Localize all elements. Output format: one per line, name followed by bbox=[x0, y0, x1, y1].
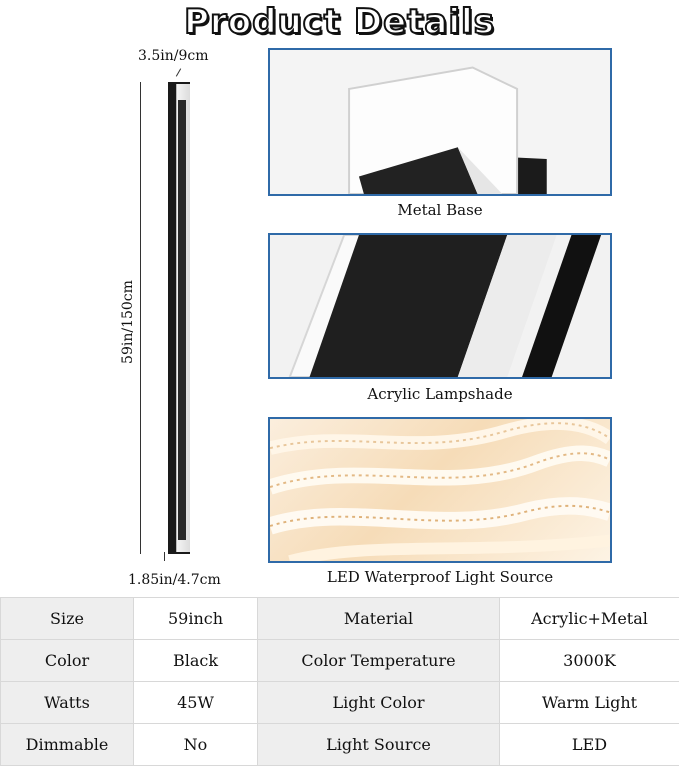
caption-led-light-source: LED Waterproof Light Source bbox=[268, 568, 612, 586]
table-row: Watts 45W Light Color Warm Light bbox=[1, 682, 679, 724]
width-dimension-tick bbox=[176, 68, 181, 76]
fixture-side-view bbox=[168, 82, 190, 554]
spec-value-light-source: LED bbox=[500, 724, 679, 766]
spec-label-color-temperature: Color Temperature bbox=[258, 640, 500, 682]
spec-label-dimmable: Dimmable bbox=[1, 724, 134, 766]
table-row: Color Black Color Temperature 3000K bbox=[1, 640, 679, 682]
detail-image-acrylic-lampshade bbox=[268, 233, 612, 379]
spec-value-material: Acrylic+Metal bbox=[500, 598, 679, 640]
spec-label-size: Size bbox=[1, 598, 134, 640]
spec-value-size: 59inch bbox=[134, 598, 258, 640]
spec-value-dimmable: No bbox=[134, 724, 258, 766]
depth-dimension-tick bbox=[164, 552, 165, 561]
page-title: Product Details bbox=[0, 2, 679, 42]
spec-label-light-color: Light Color bbox=[258, 682, 500, 724]
table-row: Dimmable No Light Source LED bbox=[1, 724, 679, 766]
spec-value-light-color: Warm Light bbox=[500, 682, 679, 724]
spec-value-color-temperature: 3000K bbox=[500, 640, 679, 682]
height-dimension-label: 59in/150cm bbox=[120, 280, 136, 364]
table-row: Size 59inch Material Acrylic+Metal bbox=[1, 598, 679, 640]
caption-metal-base: Metal Base bbox=[268, 201, 612, 219]
detail-image-led-light-source bbox=[268, 417, 612, 563]
depth-dimension-label: 1.85in/4.7cm bbox=[128, 572, 221, 588]
spec-label-watts: Watts bbox=[1, 682, 134, 724]
spec-label-color: Color bbox=[1, 640, 134, 682]
spec-label-light-source: Light Source bbox=[258, 724, 500, 766]
detail-image-metal-base bbox=[268, 48, 612, 196]
width-dimension-label: 3.5in/9cm bbox=[138, 48, 209, 64]
caption-acrylic-lampshade: Acrylic Lampshade bbox=[268, 385, 612, 403]
spec-value-watts: 45W bbox=[134, 682, 258, 724]
fixture-panel bbox=[178, 100, 186, 540]
specifications-table: Size 59inch Material Acrylic+Metal Color… bbox=[0, 597, 679, 766]
spec-label-material: Material bbox=[258, 598, 500, 640]
spec-value-color: Black bbox=[134, 640, 258, 682]
height-dimension-line bbox=[140, 82, 141, 554]
